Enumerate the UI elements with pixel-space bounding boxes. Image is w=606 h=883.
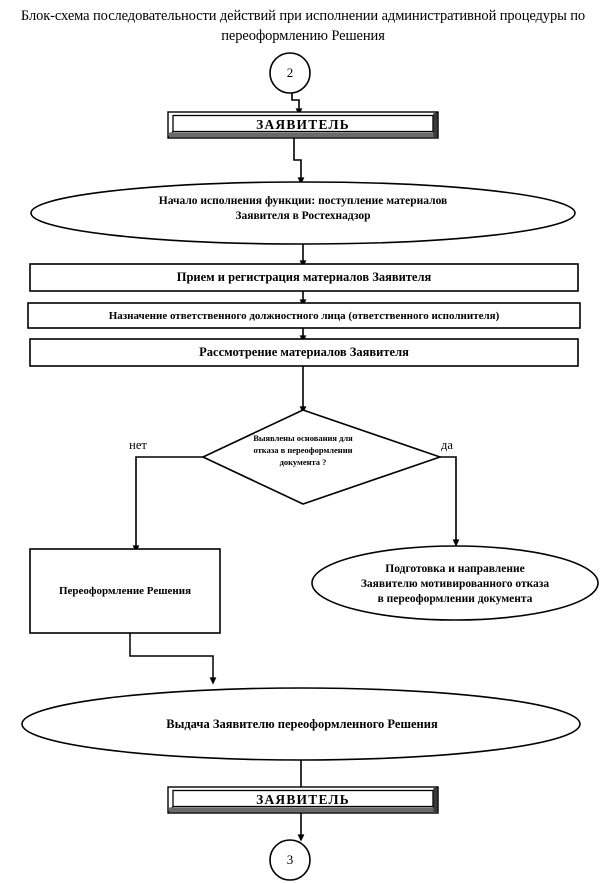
refusal-shape [311, 545, 599, 621]
applicant-top-shadow-bottom [169, 132, 437, 138]
reissue-shape [29, 548, 221, 634]
edge-applicant-to-start-function [293, 138, 305, 185]
start-connector-shape [269, 52, 311, 94]
assignment-shape [27, 302, 581, 329]
applicant-bottom-inner [172, 789, 434, 808]
edge-decision-no [132, 456, 203, 553]
end-connector-shape [269, 839, 311, 881]
edge-reissue-to-issue [129, 633, 217, 685]
issue-shape [21, 687, 581, 761]
applicant-bottom-shadow-bottom [169, 807, 437, 813]
applicant-bottom-shadow-right [433, 788, 438, 813]
page-title: Блок-схема последовательности действий п… [20, 8, 586, 44]
decision-shape [201, 409, 443, 505]
reception-shape [29, 263, 579, 292]
applicant-top-shadow-right [433, 113, 438, 138]
start-function-shape [30, 181, 576, 245]
applicant-top-inner [172, 114, 434, 133]
edge-start-to-applicant [291, 93, 303, 116]
review-shape [29, 338, 579, 367]
edge-decision-yes [440, 456, 460, 547]
